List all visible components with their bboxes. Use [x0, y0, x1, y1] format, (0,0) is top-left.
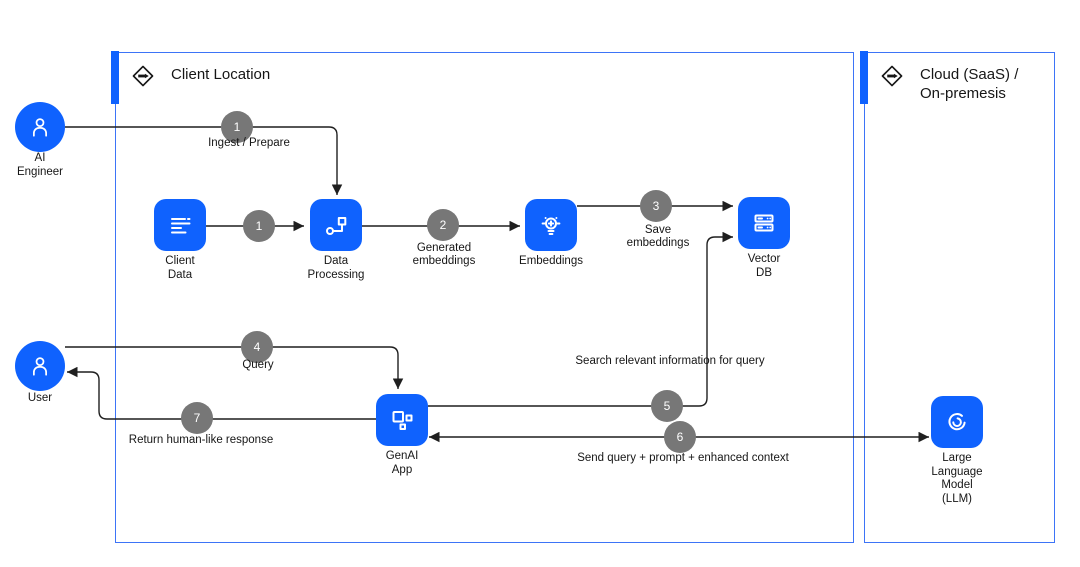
step-label: Send query + prompt + enhanced context	[577, 452, 789, 464]
node-label: Data Processing	[307, 255, 365, 281]
step-badge-3: 3	[640, 190, 672, 222]
edge-ingest-prepare	[65, 126, 343, 195]
ai-swirl-icon	[948, 413, 966, 431]
node-genai-app	[376, 394, 428, 446]
step-label: Search relevant information for query	[575, 355, 765, 367]
node-label: Client Data	[165, 255, 195, 281]
app-squares-icon	[392, 411, 413, 430]
step-badge-5: 5	[651, 390, 683, 422]
database-server-icon	[754, 214, 774, 232]
node-label: GenAI App	[385, 450, 419, 476]
diamond-group-icon	[132, 65, 154, 87]
edge-genai-return-to-user	[67, 366, 376, 420]
node-label: Vector DB	[747, 253, 781, 279]
data-list-icon	[171, 218, 191, 234]
diamond-group-icon	[881, 65, 903, 87]
container-title: Client Location	[171, 66, 271, 83]
node-user	[15, 341, 65, 391]
step-badge-1-data: 1	[243, 210, 275, 242]
container-title: Cloud (SaaS) / On-premesis	[920, 66, 1019, 102]
step-label: Query	[242, 359, 274, 371]
node-data-processing	[310, 199, 362, 251]
step-badge-1-ingest: 1	[221, 111, 253, 143]
step-label: Ingest / Prepare	[208, 137, 290, 149]
container-accent-bar	[860, 51, 868, 104]
edge-user-query-to-genai	[65, 346, 404, 389]
node-ai-engineer	[15, 102, 65, 152]
node-embeddings	[525, 199, 577, 251]
container-cloud-saas: Cloud (SaaS) / On-premesis	[860, 51, 1055, 543]
edge-genai-search-vectordb	[428, 231, 733, 407]
step-label: Save embeddings	[626, 224, 690, 249]
step-label: Return human-like response	[128, 434, 274, 446]
node-llm	[931, 396, 983, 448]
container-client-location: Client Location	[111, 51, 854, 543]
step-label: Generated embeddings	[412, 242, 476, 267]
node-vector-db	[738, 197, 790, 249]
idea-lightbulb-icon	[541, 217, 561, 235]
user-icon	[33, 118, 47, 137]
node-client-data	[154, 199, 206, 251]
user-icon	[33, 357, 47, 376]
flow-process-icon	[326, 217, 347, 235]
step-badge-7: 7	[181, 402, 213, 434]
step-badge-2: 2	[427, 209, 459, 241]
node-label: Large Language Model (LLM)	[931, 452, 983, 505]
node-label: Embeddings	[519, 255, 583, 267]
node-label: AI Engineer	[16, 152, 64, 178]
container-accent-bar	[111, 51, 119, 104]
node-label: User	[27, 392, 53, 404]
step-badge-4: 4	[241, 331, 273, 363]
step-badge-6: 6	[664, 421, 696, 453]
